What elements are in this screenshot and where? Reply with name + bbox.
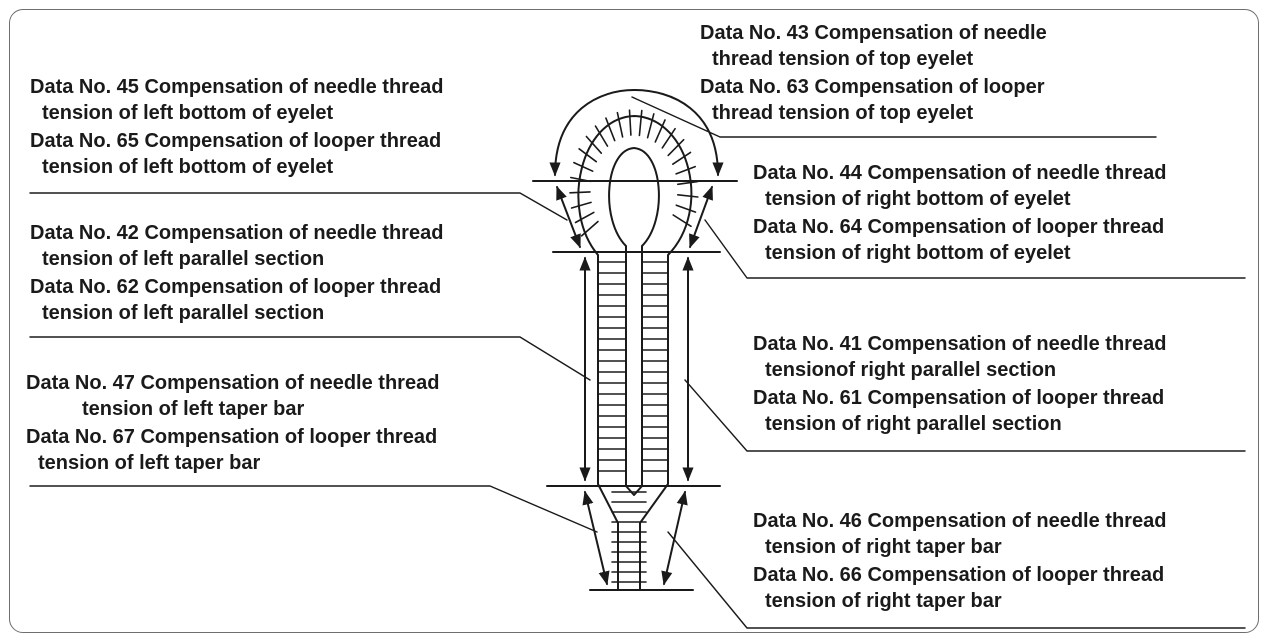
label-right-taper: Data No. 46 Compensation of needle threa…	[753, 510, 1167, 612]
leader-left-bottom	[29, 192, 568, 221]
stitch-tick	[646, 113, 655, 139]
arrow-left-taper	[582, 490, 610, 586]
label-left-parallel: Data No. 42 Compensation of needle threa…	[30, 222, 444, 324]
stitch-tick	[675, 165, 697, 175]
parallel-stitch-ticks	[597, 261, 669, 472]
stitch-tick	[628, 109, 632, 136]
leader-right-parallel	[684, 379, 1246, 452]
stitch-tick	[594, 125, 609, 147]
arrow-right-eyelet-bottom	[689, 185, 713, 249]
stitch-tick	[578, 148, 598, 163]
stitch-tick	[605, 117, 616, 142]
leader-left-parallel	[29, 336, 591, 381]
arrow-top-eyelet	[549, 89, 724, 177]
stitch-tick	[569, 191, 591, 194]
leader-left-taper	[29, 485, 598, 533]
leader-right-taper	[667, 531, 1246, 629]
stitch-tick	[675, 204, 697, 213]
stitch-tick	[676, 180, 699, 186]
label-top-eyelet: Data No. 43 Compensation of needle threa…	[700, 22, 1047, 124]
stitch-tick	[661, 127, 676, 149]
stitch-tick	[676, 194, 699, 198]
stitch-tick	[580, 220, 599, 237]
stitch-outer-outline	[577, 115, 693, 591]
arrow-left-eyelet-bottom	[556, 185, 581, 249]
stitch-tick	[638, 109, 643, 137]
label-right-bottom-eyelet: Data No. 44 Compensation of needle threa…	[753, 162, 1167, 264]
stitch-tick	[616, 111, 624, 138]
stitch-tick	[672, 214, 692, 228]
diagram-frame	[9, 9, 1259, 633]
stitch-tick	[667, 138, 685, 157]
label-left-bottom-eyelet: Data No. 45 Compensation of needle threa…	[30, 76, 444, 178]
leader-right-bottom	[704, 219, 1246, 279]
eyelet-stitch-ticks	[569, 109, 699, 237]
stitch-inner-outline	[608, 147, 660, 496]
taper-stitch-ticks	[611, 491, 647, 583]
arrow-right-taper	[661, 490, 688, 586]
label-left-taper: Data No. 47 Compensation of needle threa…	[26, 372, 440, 474]
stitch-tick	[671, 151, 692, 165]
label-right-parallel: Data No. 41 Compensation of needle threa…	[753, 333, 1167, 435]
leader-top-eyelet	[631, 96, 1157, 138]
stitch-tick	[570, 201, 592, 209]
stitch-tick	[585, 135, 603, 154]
stitch-tick	[654, 119, 666, 143]
stitch-tick	[574, 211, 595, 224]
